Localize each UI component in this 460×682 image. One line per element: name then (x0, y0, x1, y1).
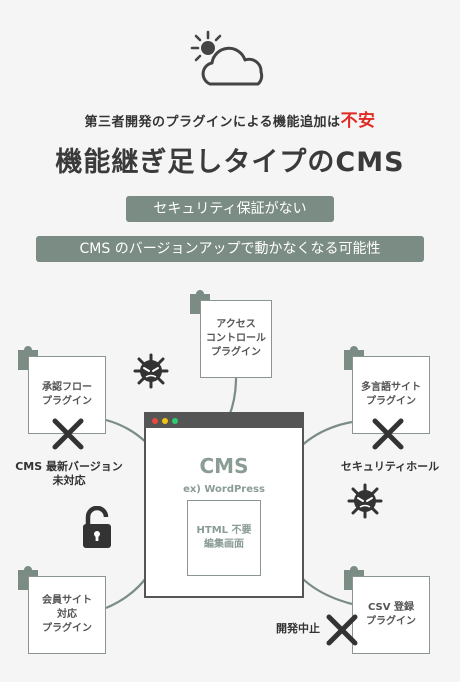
cross-icon (326, 614, 358, 646)
cross-icon (52, 418, 84, 450)
plugin-label-line: 対応 (57, 609, 77, 620)
caption-line: CMS 最新バージョン (15, 460, 123, 473)
plugin-approval-flow: 承認フロー プラグイン (28, 356, 106, 434)
plugin-access-control: アクセス コントロール プラグイン (200, 300, 272, 378)
cross-icon (372, 418, 404, 450)
cms-label: CMS (199, 454, 249, 478)
window-titlebar (146, 414, 302, 428)
plugin-label-line: CSV 登録 (368, 602, 414, 613)
page-title: 機能継ぎ足しタイプのCMS (55, 147, 405, 178)
warning-text: 不安 (340, 111, 376, 131)
sun-cloud-icon (190, 30, 264, 86)
plugin-label-line: 多言語サイト (361, 382, 421, 393)
editor-box-line: 編集画面 (204, 539, 244, 550)
window-dot-yellow (162, 418, 168, 424)
plugin-label-line: アクセス (216, 319, 256, 330)
window-dot-green (172, 418, 178, 424)
plugin-label-line: プラグイン (366, 616, 416, 627)
plugin-label-line: 会員サイト (42, 595, 92, 606)
virus-icon (347, 483, 383, 519)
cms-example: ex) WordPress (183, 484, 265, 495)
caption-line: 未対応 (52, 474, 86, 487)
plugin-label-line: プラグイン (366, 396, 416, 407)
unlocked-padlock-icon (83, 506, 111, 548)
virus-icon (133, 353, 169, 389)
subheading-text: 第三者開発のプラグインによる機能追加は (84, 115, 341, 130)
subheading: 第三者開発のプラグインによる機能追加は不安 (0, 106, 460, 131)
plugin-member-site: 会員サイト 対応 プラグイン (28, 576, 106, 654)
editor-box: HTML 不要 編集画面 (187, 500, 261, 576)
plugin-csv-import: CSV 登録 プラグイン (352, 576, 430, 654)
plugin-label-line: 承認フロー (42, 382, 92, 393)
plugin-label-line: プラグイン (42, 623, 92, 634)
caption-security-hole: セキュリティホール (340, 460, 440, 473)
issue-pill-version: CMS のバージョンアップで動かなくなる可能性 (36, 236, 424, 262)
plugin-label-line: プラグイン (211, 347, 261, 358)
cms-window: CMS ex) WordPress HTML 不要 編集画面 (144, 412, 304, 598)
plugin-label-line: プラグイン (42, 396, 92, 407)
plugin-label-line: コントロール (206, 333, 266, 344)
caption-dev-stopped: 開発中止 (276, 622, 320, 635)
editor-box-line: HTML 不要 (196, 525, 252, 536)
window-dot-red (152, 418, 158, 424)
issue-pill-security: セキュリティ保証がない (126, 196, 334, 222)
caption-cms-update: CMS 最新バージョン 未対応 (0, 460, 138, 488)
